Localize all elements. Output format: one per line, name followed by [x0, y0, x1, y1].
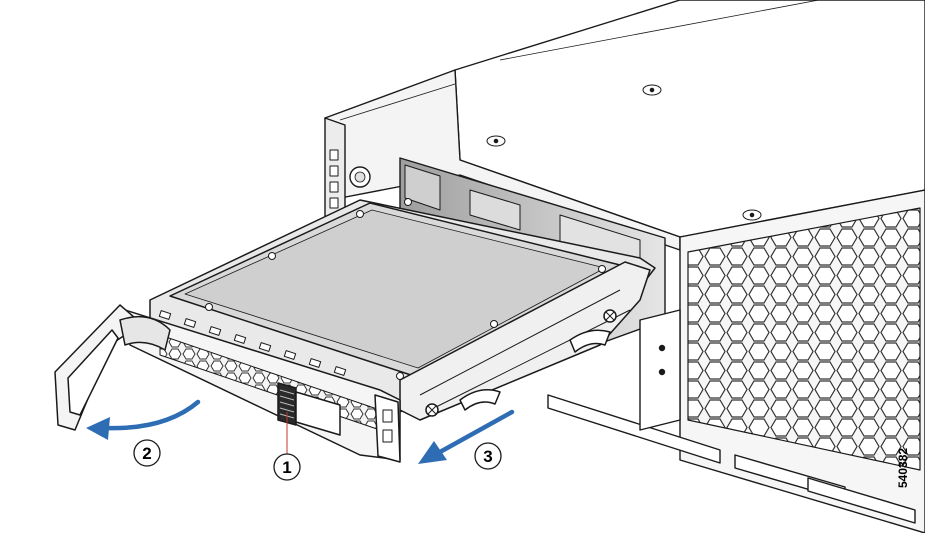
carrier-latch-spring [569, 329, 611, 353]
arrow-pull-drive [437, 409, 515, 455]
bezel-slots [158, 310, 347, 376]
callout-1: 1 [273, 453, 301, 481]
callout-3-label: 3 [483, 447, 492, 466]
motion-arrows [86, 399, 515, 464]
callout-2-label: 2 [142, 444, 151, 463]
ejector-lever-window [67, 329, 119, 416]
callout-3: 3 [474, 442, 502, 470]
vent-grille [687, 207, 921, 471]
bay-rail [547, 394, 721, 464]
chassis-screw-markers [486, 84, 762, 221]
callout-1-label: 1 [282, 458, 291, 477]
drive-carrier [124, 198, 656, 463]
carrier-side-rail [399, 261, 651, 421]
drive-screws [205, 198, 606, 380]
ejector-lever [54, 304, 171, 431]
figure-id: 540382 [896, 447, 910, 488]
arrow-open-lever [102, 399, 201, 431]
bezel-end-cap [374, 394, 401, 463]
callout-2: 2 [133, 439, 161, 467]
